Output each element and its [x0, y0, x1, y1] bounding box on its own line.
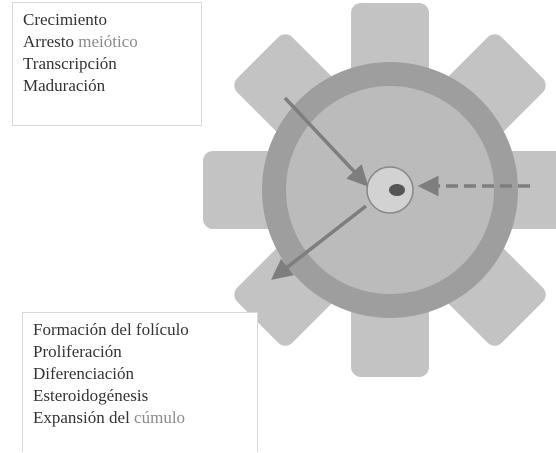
follicle-process-item: Esteroidogénesis — [33, 386, 149, 405]
follicle-process-item: Diferenciación — [33, 364, 134, 383]
oocyte-process-item: Maduración — [23, 76, 106, 95]
follicle-process-item: Proliferación — [33, 342, 122, 361]
follicle-process-item: Expansión del cúmulo — [33, 408, 186, 427]
granulosa-cell — [351, 3, 429, 81]
follicle-processes-box: Formación del folículo Proliferación Dif… — [22, 312, 258, 452]
granulosa-cell — [351, 299, 429, 377]
oocyte-process-item: Transcripción — [23, 54, 117, 73]
follicle-process-item: Formación del folículo — [33, 320, 189, 339]
arrow-to-nucleus-from-top — [283, 96, 369, 187]
nucleolus — [389, 184, 405, 196]
granulosa-cell — [203, 151, 281, 229]
oocyte-process-item: Arresto meiótico — [23, 32, 138, 51]
oocyte-processes-box: Crecimiento Arresto meiótico Transcripci… — [12, 2, 202, 126]
oocyte-process-item: Crecimiento — [23, 10, 108, 29]
granulosa-cell — [499, 151, 556, 229]
arrow-from-nucleus-to-granulosa — [271, 204, 368, 280]
